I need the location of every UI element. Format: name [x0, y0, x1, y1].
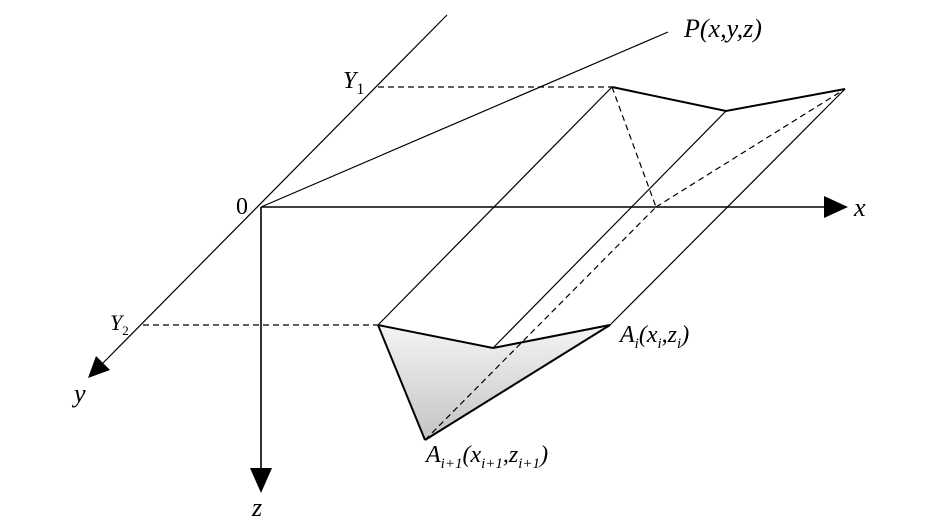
back-hidden-diagonal — [655, 88, 846, 208]
origin-label: 0 — [236, 194, 248, 220]
ray-to-p — [260, 31, 669, 208]
y-axis-arrow — [88, 356, 110, 378]
point-p-label: P(x,y,z) — [683, 14, 762, 43]
y1-label: Y1 — [343, 68, 364, 98]
z-axis-label: z — [251, 493, 262, 522]
shaded-cross-section — [378, 325, 610, 440]
point-ai-label: Ai(xi,zi) — [618, 322, 689, 352]
y-axis-label: y — [71, 379, 86, 408]
z-axis-arrow — [250, 468, 272, 493]
back-cross-section — [611, 86, 846, 113]
edge-thalweg — [492, 110, 727, 349]
y2-label: Y2 — [110, 310, 129, 338]
front-cross-section — [377, 324, 611, 350]
front-left-bed-edge — [377, 324, 426, 441]
x-axis-label: x — [853, 193, 866, 222]
x-axis-arrow — [824, 196, 848, 218]
point-ai1-label: Ai+1(xi+1,zi+1) — [424, 442, 548, 472]
front-right-bed-edge — [424, 324, 611, 441]
edge-left-bank — [377, 86, 613, 326]
y-axis-line — [102, 14, 448, 364]
hidden-bed-line — [424, 206, 657, 441]
back-hidden-edge — [611, 86, 657, 208]
edge-right-bank — [609, 88, 846, 326]
